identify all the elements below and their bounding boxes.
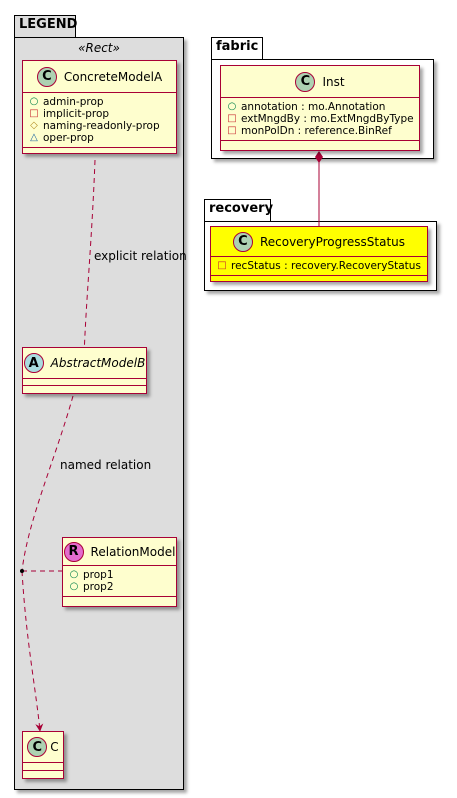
attribute-section: ○ prop1 ○ prop2 <box>63 566 176 597</box>
attribute-row: ○ prop2 <box>63 581 176 593</box>
legend-package-tab: LEGEND <box>14 15 78 37</box>
class-relation-model[interactable]: R RelationModel ○ prop1 ○ prop2 <box>62 537 177 607</box>
attribute-text: recStatus : recovery.RecoveryStatus <box>231 260 421 272</box>
explicit-relation-edge <box>80 159 96 358</box>
c-arrow-edge <box>21 570 44 732</box>
protected-icon: ◇ <box>30 120 38 131</box>
association-point <box>20 569 24 573</box>
attribute-text: monPolDn : reference.BinRef <box>241 125 392 137</box>
attribute-row: □ implicit-prop <box>23 108 176 120</box>
named-relation-label: named relation <box>60 458 152 472</box>
explicit-relation-label: explicit relation <box>94 249 187 263</box>
attribute-section <box>23 763 63 771</box>
public-icon: ○ <box>69 581 79 592</box>
public-icon: ○ <box>29 96 39 107</box>
class-inst[interactable]: C Inst ○ annotation : mo.Annotation □ ex… <box>220 65 420 151</box>
attribute-text: oper-prop <box>43 132 94 144</box>
attribute-text: extMngdBy : mo.ExtMngdByType <box>241 113 414 125</box>
private-icon: □ <box>29 108 39 119</box>
attribute-row: △ oper-prop <box>23 132 176 144</box>
recovery-package-tab: recovery <box>204 199 274 221</box>
attribute-row: □ recStatus : recovery.RecoveryStatus <box>211 260 427 272</box>
attribute-section: □ recStatus : recovery.RecoveryStatus <box>211 257 427 276</box>
attribute-text: prop1 <box>83 569 114 581</box>
relation-r-icon: R <box>63 541 84 562</box>
class-name: AbstractModelB <box>50 356 146 370</box>
class-header: C RecoveryProgressStatus <box>211 227 427 257</box>
class-name: Inst <box>322 74 345 89</box>
fabric-package-tab: fabric <box>211 37 263 59</box>
private-icon: □ <box>217 260 227 271</box>
class-name: RecoveryProgressStatus <box>259 234 406 249</box>
private-icon: □ <box>227 125 237 136</box>
class-header: C ConcreteModelA <box>23 61 176 93</box>
attribute-text: implicit-prop <box>43 108 110 120</box>
attribute-section: ○ admin-prop □ implicit-prop ◇ naming-re… <box>23 93 176 148</box>
legend-package-title: LEGEND <box>19 17 78 32</box>
class-recovery-progress-status[interactable]: C RecoveryProgressStatus □ recStatus : r… <box>210 226 428 282</box>
class-name: ConcreteModelA <box>63 69 163 84</box>
class-concrete-model-a[interactable]: C ConcreteModelA ○ admin-prop □ implicit… <box>22 60 177 154</box>
class-name: C <box>50 740 59 754</box>
attribute-row: □ monPolDn : reference.BinRef <box>221 125 419 137</box>
class-abstract-model-b[interactable]: A AbstractModelB <box>22 347 147 394</box>
class-c-icon: C <box>232 231 253 252</box>
package-private-icon: △ <box>30 132 38 143</box>
private-icon: □ <box>227 113 237 124</box>
composition-diamond <box>315 151 323 163</box>
class-c-icon: C <box>295 71 316 92</box>
fabric-package-title: fabric <box>216 39 259 54</box>
class-header: R RelationModel <box>63 538 176 566</box>
attribute-section: ○ annotation : mo.Annotation □ extMngdBy… <box>221 98 419 141</box>
named-relation-edge <box>21 395 74 572</box>
class-c-icon: C <box>27 737 48 757</box>
class-header: C Inst <box>221 66 419 98</box>
class-header: C C <box>23 732 63 763</box>
abstract-a-icon: A <box>23 353 44 373</box>
recovery-package-title: recovery <box>209 201 274 216</box>
public-icon: ○ <box>69 569 79 580</box>
attribute-row: □ extMngdBy : mo.ExtMngdByType <box>221 113 419 125</box>
attribute-section <box>23 379 146 386</box>
public-icon: ○ <box>227 101 237 112</box>
class-header: A AbstractModelB <box>23 348 146 379</box>
attribute-text: naming-readonly-prop <box>43 120 160 132</box>
attribute-row: ○ admin-prop <box>23 96 176 108</box>
attribute-text: annotation : mo.Annotation <box>241 101 386 113</box>
class-c[interactable]: C C <box>22 731 64 779</box>
attribute-row: ○ annotation : mo.Annotation <box>221 101 419 113</box>
legend-package <box>14 37 184 790</box>
attribute-row: ◇ naming-readonly-prop <box>23 120 176 132</box>
attribute-text: admin-prop <box>43 96 104 108</box>
attribute-text: prop2 <box>83 581 114 593</box>
class-c-icon: C <box>36 66 57 87</box>
legend-stereotype: «Rect» <box>78 41 120 55</box>
class-name: RelationModel <box>90 544 176 559</box>
attribute-row: ○ prop1 <box>63 569 176 581</box>
